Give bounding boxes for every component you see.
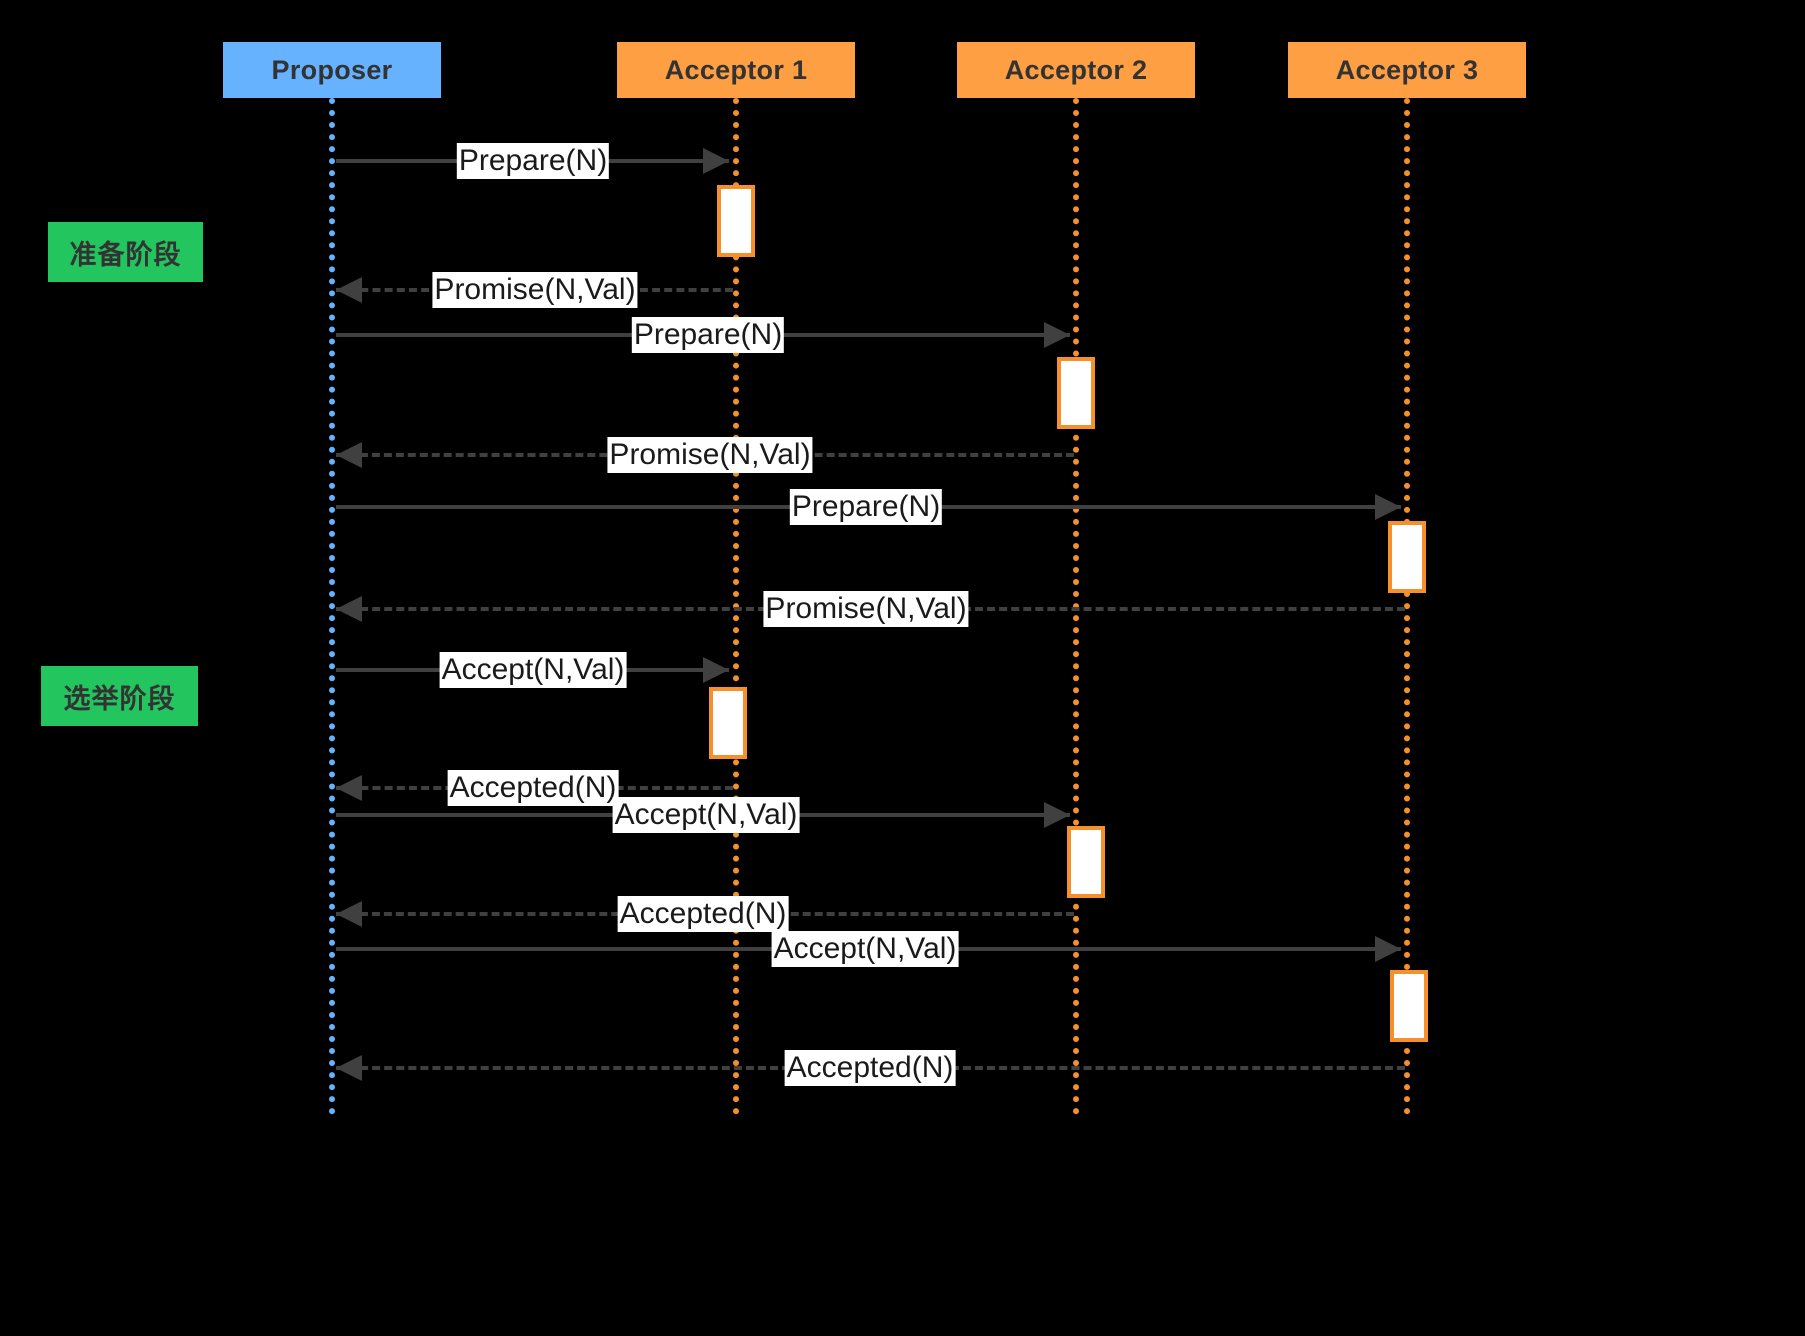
message-label-m1: Prepare(N) [456, 143, 610, 179]
arrow-head-left-icon [336, 442, 362, 468]
activation-bar-acceptor2 [1067, 826, 1105, 898]
message-label-m10: Accepted(N) [617, 896, 789, 932]
arrow-head-right-icon [703, 657, 729, 683]
message-label-m5: Prepare(N) [789, 489, 943, 525]
activation-bar-acceptor1 [717, 185, 755, 257]
message-label-m11: Accept(N,Val) [771, 931, 959, 967]
arrow-head-left-icon [336, 901, 362, 927]
message-label-m8: Accepted(N) [447, 770, 619, 806]
phase-note-label: 准备阶段 [69, 239, 182, 270]
arrow-head-left-icon [336, 775, 362, 801]
arrow-head-right-icon [1044, 802, 1070, 828]
lifeline-proposer [329, 98, 335, 1115]
lifeline-acceptor3 [1404, 98, 1410, 1115]
message-label-m12: Accepted(N) [784, 1050, 956, 1086]
participant-acceptor3[interactable]: Acceptor 3 [1288, 42, 1526, 98]
participant-acceptor2[interactable]: Acceptor 2 [957, 42, 1195, 98]
message-label-m3: Prepare(N) [631, 317, 785, 353]
arrow-head-left-icon [336, 1055, 362, 1081]
phase-note-label: 选举阶段 [63, 683, 176, 714]
participant-acceptor1[interactable]: Acceptor 1 [617, 42, 855, 98]
message-label-m6: Promise(N,Val) [763, 591, 969, 627]
participant-label: Acceptor 3 [1335, 54, 1479, 85]
activation-bar-acceptor2 [1057, 357, 1095, 429]
participant-label: Acceptor 1 [664, 54, 808, 85]
message-label-m4: Promise(N,Val) [607, 437, 813, 473]
participant-label: Acceptor 2 [1004, 54, 1148, 85]
activation-bar-acceptor3 [1388, 521, 1426, 593]
arrow-head-right-icon [1044, 322, 1070, 348]
arrow-head-left-icon [336, 596, 362, 622]
lifeline-acceptor1 [733, 98, 739, 1115]
participant-label: Proposer [271, 54, 393, 85]
activation-bar-acceptor1 [709, 687, 747, 759]
phase-note-election-phase: 选举阶段 [41, 666, 198, 726]
message-label-m2: Promise(N,Val) [432, 272, 638, 308]
arrow-head-right-icon [703, 148, 729, 174]
participant-proposer[interactable]: Proposer [223, 42, 441, 98]
message-label-m7: Accept(N,Val) [439, 652, 627, 688]
phase-note-prepare-phase: 准备阶段 [48, 222, 203, 282]
arrow-head-left-icon [336, 277, 362, 303]
lifeline-acceptor2 [1073, 98, 1079, 1115]
arrow-head-right-icon [1375, 494, 1401, 520]
message-label-m9: Accept(N,Val) [612, 797, 800, 833]
activation-bar-acceptor3 [1390, 970, 1428, 1042]
arrow-head-right-icon [1375, 936, 1401, 962]
